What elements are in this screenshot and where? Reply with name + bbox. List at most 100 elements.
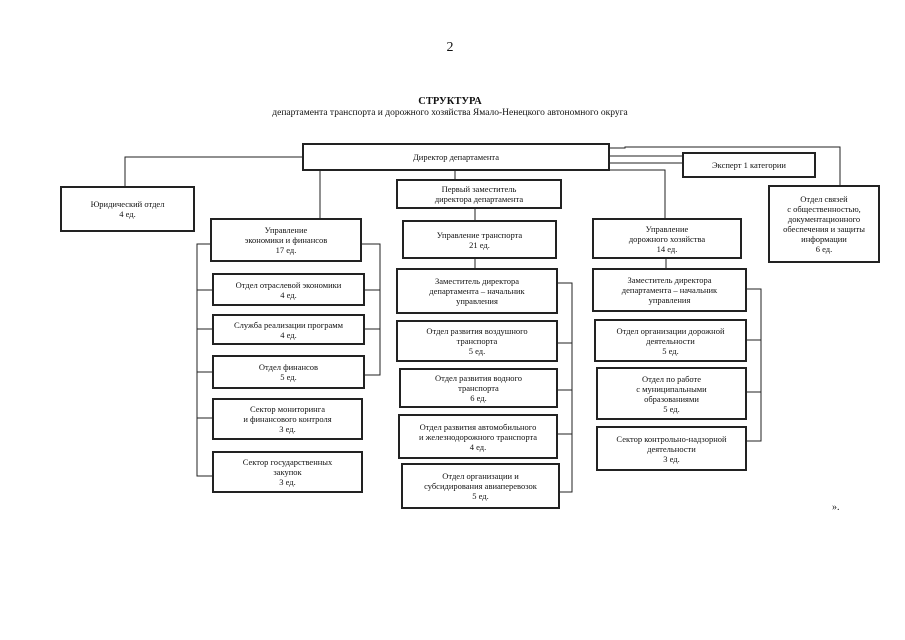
transport-unit-1: Заместитель директора департамента – нач… [396,268,558,314]
roads-unit-3-line-2: с муниципальными [636,383,707,394]
roads-head-line-2: дорожного хозяйства [628,233,706,244]
economics-unit-5-line-3: 3 ед. [279,477,296,487]
transport-unit-5-line-3: 5 ед. [472,491,489,501]
economics-unit-2-line-2: 4 ед. [280,329,297,340]
transport-unit-4: Отдел развития автомобильного и железнод… [398,414,558,459]
economics-unit-4-line-2: и финансового контроля [243,414,332,424]
economics-unit-1-line-2: 4 ед. [280,289,297,300]
economics-unit-5: Сектор государственных закупок 3 ед. [212,451,363,493]
page-subtitle: департамента транспорта и дорожного хозя… [272,108,628,118]
pr-line-1: Отдел связей [800,194,848,204]
transport-unit-4-line-1: Отдел развития автомобильного [419,421,537,432]
pr-line-2: с общественностью, [787,204,861,214]
roads-unit-2-line-1: Отдел организации дорожной [616,325,725,336]
transport-head-box: Управление транспорта 21 ед. [402,220,557,259]
transport-unit-5-line-2: субсидирования авиаперевозок [424,481,537,491]
economics-unit-3: Отдел финансов 5 ед. [212,355,365,389]
roads-head-line-3: 14 ед. [656,243,678,254]
pr-line-6: 6 ед. [815,244,833,254]
roads-unit-2-line-3: 5 ед. [662,345,679,356]
roads-unit-2-line-2: деятельности [646,335,695,346]
transport-head-line-2: 21 ед. [469,239,490,250]
economics-head-box: Управление экономики и финансов 17 ед. [210,218,362,262]
transport-unit-2-line-3: 5 ед. [468,346,486,356]
director-box: Директор департамента [302,143,610,171]
roads-unit-3-line-3: образованиями [644,393,699,404]
roads-unit-1: Заместитель директора департамента – нач… [592,268,747,312]
economics-unit-3-line-2: 5 ед. [280,372,297,382]
transport-unit-5-line-1: Отдел организации и [442,471,519,481]
page-title: СТРУКТУРА [418,96,482,107]
economics-unit-4: Сектор мониторинга и финансового контрол… [212,398,363,440]
transport-unit-2-line-2: транспорта [456,336,498,346]
legal-line-1: Юридический отдел [90,199,165,209]
line-economics-units-right [365,289,380,330]
economics-unit-2: Служба реализации программ 4 ед. [212,314,365,345]
roads-unit-2: Отдел организации дорожной деятельности … [594,319,747,362]
expert-line: Эксперт 1 категории [712,160,786,170]
line-roads-right [747,288,762,442]
legal-department-box: Юридический отдел 4 ед. [60,186,195,232]
transport-unit-1-line-1: Заместитель директора [435,276,519,286]
director-line: Директор департамента [412,152,500,162]
economics-unit-1-line-1: Отдел отраслевой экономики [235,279,342,290]
roads-unit-3: Отдел по работе с муниципальными образов… [596,367,747,420]
line-economics-right [362,243,381,376]
first-deputy-line-2: директора департамента [434,194,524,204]
roads-unit-1-line-3: управления [648,295,691,305]
line-director-roads [610,169,666,218]
transport-unit-5: Отдел организации и субсидирования авиап… [401,463,560,509]
expert-box: Эксперт 1 категории [682,152,816,178]
line-director-economics [302,169,321,218]
transport-unit-3: Отдел развития водного транспорта 6 ед. [399,368,558,408]
line-director-legal [124,156,302,188]
first-deputy-box: Первый заместитель директора департамент… [396,179,562,209]
line-transport-right [558,282,573,493]
roads-head-box: Управление дорожного хозяйства 14 ед. [592,218,742,259]
pr-line-5: информации [801,234,847,244]
roads-unit-3-line-1: Отдел по работе [641,373,702,384]
economics-unit-1: Отдел отраслевой экономики 4 ед. [212,273,365,306]
line-roads-units [747,339,761,393]
transport-unit-4-line-2: и железнодорожного транспорта [418,431,538,442]
pr-line-4: обеспечения и защиты [783,224,865,234]
line-transport-units [558,342,572,435]
transport-unit-3-line-1: Отдел развития водного [434,373,523,383]
roads-unit-4-line-2: деятельности [647,443,696,454]
economics-unit-4-line-3: 3 ед. [279,424,296,434]
public-relations-box: Отдел связей с общественностью, документ… [768,185,880,263]
economics-unit-5-line-2: закупок [273,467,302,477]
legal-line-2: 4 ед. [119,209,136,219]
transport-unit-3-line-2: транспорта [458,383,499,393]
transport-head-line-1: Управление транспорта [436,229,523,240]
roads-unit-4: Сектор контрольно-надзорной деятельности… [596,426,747,471]
economics-unit-5-line-1: Сектор государственных [242,457,333,467]
transport-unit-2-line-1: Отдел развития воздушного [426,326,528,336]
transport-unit-1-line-3: управления [456,296,498,306]
page-number: 2 [446,40,454,55]
line-director-expert [610,155,682,164]
economics-unit-4-line-1: Сектор мониторинга [250,404,325,414]
transport-unit-2: Отдел развития воздушного транспорта 5 е… [396,320,558,362]
roads-unit-4-line-3: 3 ед. [663,453,680,464]
economics-head-line-2: экономики и финансов [244,235,328,245]
transport-unit-1-line-2: департамента – начальник [429,286,525,296]
line-economics-units-left [197,289,212,419]
roads-unit-1-line-1: Заместитель директора [627,275,712,285]
transport-unit-3-line-3: 6 ед. [470,393,487,403]
first-deputy-line-1: Первый заместитель [441,184,517,194]
line-director-public-relations [610,146,841,186]
roads-unit-3-line-4: 5 ед. [663,403,680,414]
economics-unit-3-line-1: Отдел финансов [258,362,319,372]
roads-unit-4-line-1: Сектор контрольно-надзорной [616,433,727,444]
pr-line-3: документационного [787,214,861,224]
economics-head-line-1: Управление [264,225,308,235]
roads-unit-1-line-2: департамента – начальник [621,285,718,295]
closing-quote-mark: ». [832,502,840,513]
economics-unit-2-line-1: Служба реализации программ [233,319,343,330]
line-economics-left [196,243,212,477]
economics-head-line-3: 17 ед. [275,245,297,255]
roads-head-line-1: Управление [645,223,689,234]
transport-unit-4-line-3: 4 ед. [469,441,487,452]
